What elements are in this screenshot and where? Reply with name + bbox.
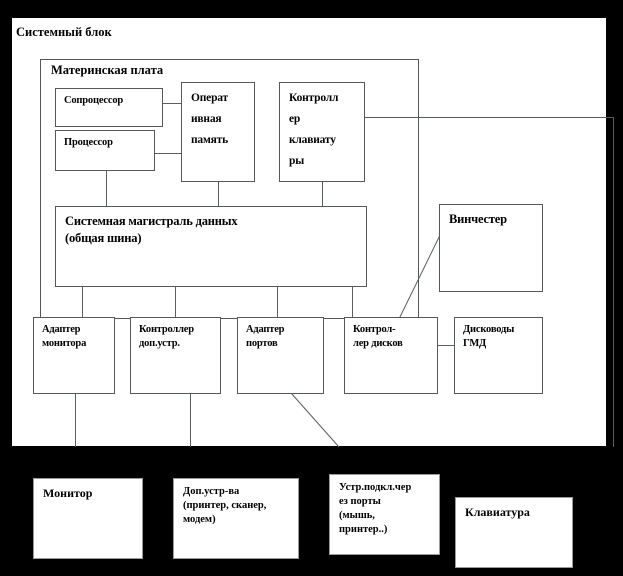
connector-kbdctl-right (365, 117, 613, 118)
motherboard-title: Материнская плата (51, 63, 164, 77)
node-disk-controller-label: Контрол- лер дисков (353, 324, 403, 349)
connector-aux-controller-down (190, 394, 191, 447)
node-monitor-adapter[interactable]: Адаптер монитора (33, 317, 115, 394)
connector-monitor-adapter-down (75, 394, 76, 447)
peripheral-port-devices[interactable]: Устр.подкл.чер ез порты (мышь, принтер..… (329, 474, 440, 555)
peripheral-keyboard[interactable]: Клавиатура (455, 497, 573, 568)
connector-kbdctl-down (613, 117, 614, 447)
node-processor-label: Процессор (64, 137, 113, 148)
connector-bus-aux-controller (175, 287, 176, 317)
node-winchester[interactable]: Винчестер (439, 204, 543, 292)
node-system-bus-label: Системная магистраль данных (общая шина) (65, 214, 238, 245)
connector-processor-ram (155, 153, 182, 154)
connector-bus-disk-controller (352, 287, 353, 317)
node-coprocessor[interactable]: Сопроцессор (55, 88, 163, 127)
peripheral-aux-devices-label: Доп.устр-ва (принтер, сканер, модем) (183, 486, 267, 525)
peripheral-monitor-label: Монитор (43, 486, 93, 500)
node-ram-label: Операт ивная память (191, 92, 228, 146)
node-winchester-label: Винчестер (449, 212, 507, 226)
peripheral-port-devices-label: Устр.подкл.чер ез порты (мышь, принтер..… (339, 482, 412, 535)
node-ram[interactable]: Операт ивная память (181, 82, 255, 182)
node-monitor-adapter-label: Адаптер монитора (42, 324, 87, 349)
connector-ram-bus (218, 182, 219, 206)
node-floppy-drives[interactable]: Дисководы ГМД (454, 317, 543, 394)
connector-coprocessor-ram (163, 103, 182, 104)
node-coprocessor-label: Сопроцессор (64, 95, 124, 106)
node-processor[interactable]: Процессор (55, 130, 155, 171)
connector-kbdctl-bus (322, 182, 323, 206)
connector-port-adapter-down (290, 392, 340, 448)
connector-diskctl-winchester (398, 228, 444, 320)
motherboard-container (40, 59, 419, 319)
node-aux-controller[interactable]: Контроллер доп.устр. (130, 317, 221, 394)
system-block-title: Системный блок (16, 25, 112, 39)
node-port-adapter-label: Адаптер портов (246, 324, 285, 349)
node-system-bus[interactable]: Системная магистраль данных (общая шина) (55, 206, 367, 287)
node-floppy-drives-label: Дисководы ГМД (463, 324, 515, 349)
peripheral-monitor[interactable]: Монитор (33, 478, 143, 559)
node-disk-controller[interactable]: Контрол- лер дисков (344, 317, 438, 394)
node-keyboard-controller-label: Контролл ер клавиату ры (289, 92, 339, 167)
connector-processor-bus (106, 171, 107, 206)
node-keyboard-controller[interactable]: Контролл ер клавиату ры (279, 82, 365, 182)
node-aux-controller-label: Контроллер доп.устр. (139, 324, 194, 349)
connector-bus-port-adapter (277, 287, 278, 317)
peripheral-aux-devices[interactable]: Доп.устр-ва (принтер, сканер, модем) (173, 478, 299, 559)
node-port-adapter[interactable]: Адаптер портов (237, 317, 324, 394)
peripheral-keyboard-label: Клавиатура (465, 505, 530, 519)
connector-diskctl-floppy (438, 345, 454, 346)
connector-bus-monitor-adapter (82, 287, 83, 317)
